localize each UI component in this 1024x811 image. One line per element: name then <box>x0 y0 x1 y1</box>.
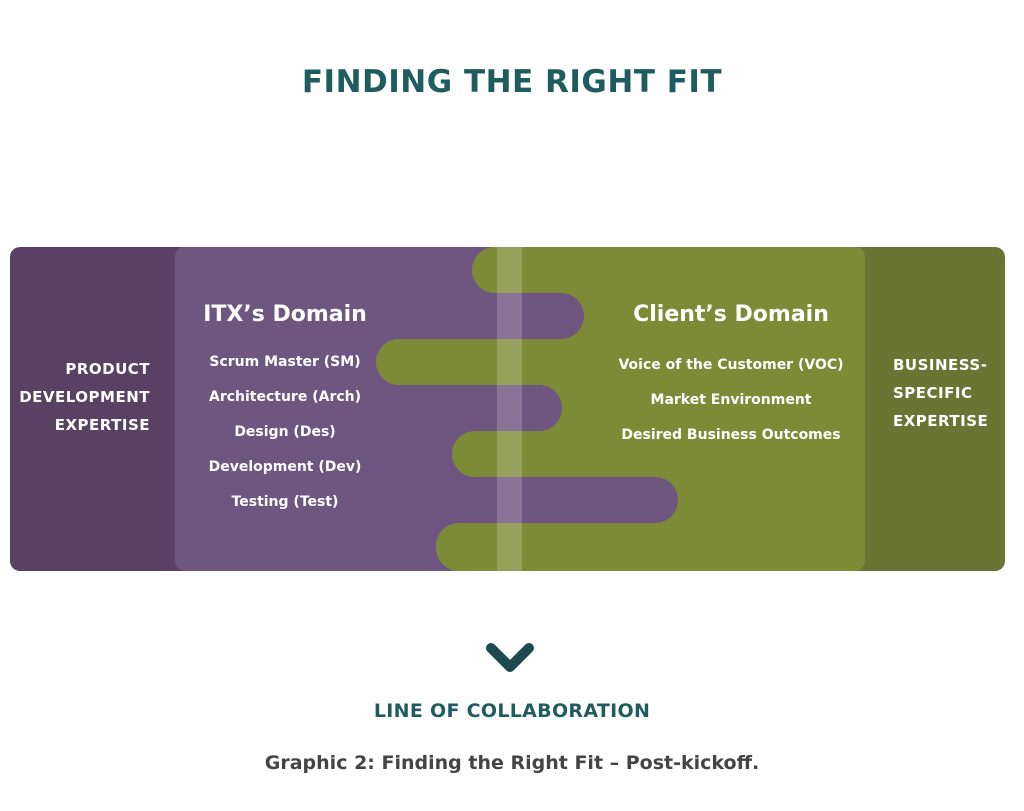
list-item: Testing (Test) <box>231 494 339 510</box>
diagram-title: FINDING THE RIGHT FIT <box>301 64 723 100</box>
line-of-collaboration-label: LINE OF COLLABORATION <box>373 700 651 722</box>
list-item: Development (Dev) <box>208 459 362 475</box>
product-development-expertise-label: PRODUCT DEVELOPMENT EXPERTISE <box>19 360 150 434</box>
list-item: Market Environment <box>650 392 812 408</box>
client-domain-heading: Client’s Domain <box>633 302 829 327</box>
business-specific-expertise-label: BUSINESS- SPECIFIC EXPERTISE <box>893 356 989 430</box>
list-item: Desired Business Outcomes <box>621 427 841 443</box>
collaboration-arrow <box>486 138 534 672</box>
list-item: Architecture (Arch) <box>208 389 362 405</box>
itx-domain-heading: ITX’s Domain <box>203 302 367 327</box>
itx-domain-list: Scrum Master (SM) Architecture (Arch) De… <box>190 352 380 527</box>
list-item: Voice of the Customer (VOC) <box>618 357 844 373</box>
figure-caption: Graphic 2: Finding the Right Fit – Post-… <box>264 752 760 774</box>
list-item: Design (Des) <box>234 424 336 440</box>
client-domain-list: Voice of the Customer (VOC) Market Envir… <box>595 355 867 460</box>
itx-domain-panel <box>175 247 515 571</box>
list-item: Scrum Master (SM) <box>209 354 361 370</box>
